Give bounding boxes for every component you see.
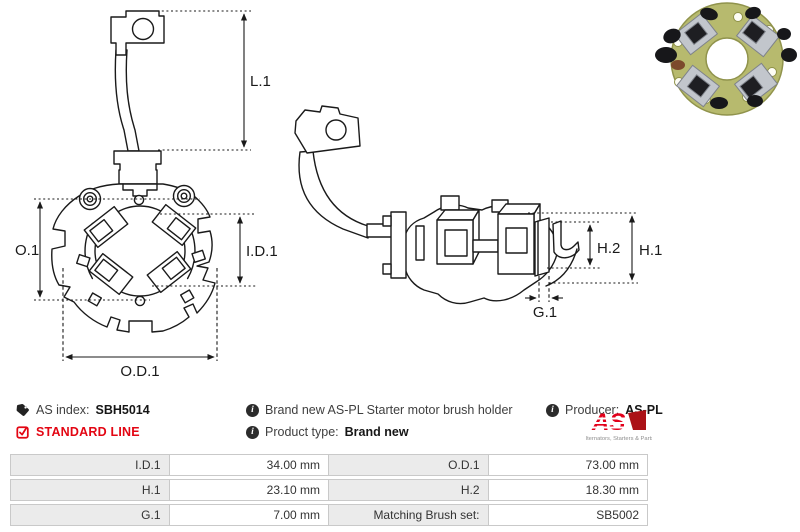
- spec-label: I.D.1: [10, 454, 170, 476]
- spec-label: O.D.1: [329, 454, 489, 476]
- as-pl-logo: AS Alternators, Starters & Parts: [582, 409, 654, 449]
- table-row: H.1 23.10 mm H.2 18.30 mm: [10, 479, 648, 501]
- spec-table: I.D.1 34.00 mm O.D.1 73.00 mm H.1 23.10 …: [10, 454, 648, 526]
- spec-value: 18.30 mm: [488, 479, 648, 501]
- logo-mark: [628, 410, 646, 430]
- dim-label-g1: G.1: [533, 304, 557, 321]
- dim-label-od1: O.D.1: [120, 363, 159, 380]
- product-type-label: Product type:: [265, 425, 339, 439]
- dimension-annotations-front: [34, 10, 256, 361]
- dimension-annotations-side: [525, 212, 638, 302]
- product-type-row: i Product type: Brand new: [246, 424, 409, 440]
- tag-icon: [16, 403, 30, 417]
- spec-value: SB5002: [488, 504, 648, 526]
- spec-label: H.1: [10, 479, 170, 501]
- producer-label: Producer:: [565, 403, 620, 417]
- table-row: I.D.1 34.00 mm O.D.1 73.00 mm: [10, 454, 648, 476]
- spec-label: G.1: [10, 504, 170, 526]
- spec-value: 23.10 mm: [169, 479, 329, 501]
- spec-value: 73.00 mm: [488, 454, 648, 476]
- dim-label-l1: L.1: [250, 73, 271, 90]
- checkbox-checked-icon: [16, 425, 30, 439]
- dim-label-id1: I.D.1: [246, 243, 278, 260]
- product-photo: [655, 2, 797, 116]
- standard-line-badge: STANDARD LINE: [36, 425, 140, 439]
- dim-label-h1: H.1: [639, 242, 662, 259]
- info-icon: i: [546, 403, 559, 417]
- logo-caption: Alternators, Starters & Parts: [586, 436, 652, 442]
- front-view-drawing: [51, 10, 216, 333]
- info-icon: i: [246, 425, 259, 439]
- standard-line-row: STANDARD LINE: [16, 424, 140, 440]
- dim-label-o1: O.1: [15, 242, 39, 259]
- product-type-value: Brand new: [344, 425, 409, 439]
- technical-diagram: L.1 O.1 I.D.1 O.D.1: [15, 2, 797, 380]
- table-row: G.1 7.00 mm Matching Brush set: SB5002: [10, 504, 648, 526]
- spec-label: H.2: [329, 479, 489, 501]
- side-view-drawing: [294, 105, 580, 305]
- spec-value: 7.00 mm: [169, 504, 329, 526]
- as-index-row: AS index: SBH5014: [16, 402, 150, 418]
- as-index-value: SBH5014: [95, 403, 150, 417]
- description-row: i Brand new AS-PL Starter motor brush ho…: [246, 402, 513, 418]
- product-description: Brand new AS-PL Starter motor brush hold…: [265, 403, 513, 417]
- dim-label-h2: H.2: [597, 240, 620, 257]
- spec-label: Matching Brush set:: [329, 504, 489, 526]
- info-icon: i: [246, 403, 259, 417]
- spec-value: 34.00 mm: [169, 454, 329, 476]
- as-index-label: AS index:: [36, 403, 90, 417]
